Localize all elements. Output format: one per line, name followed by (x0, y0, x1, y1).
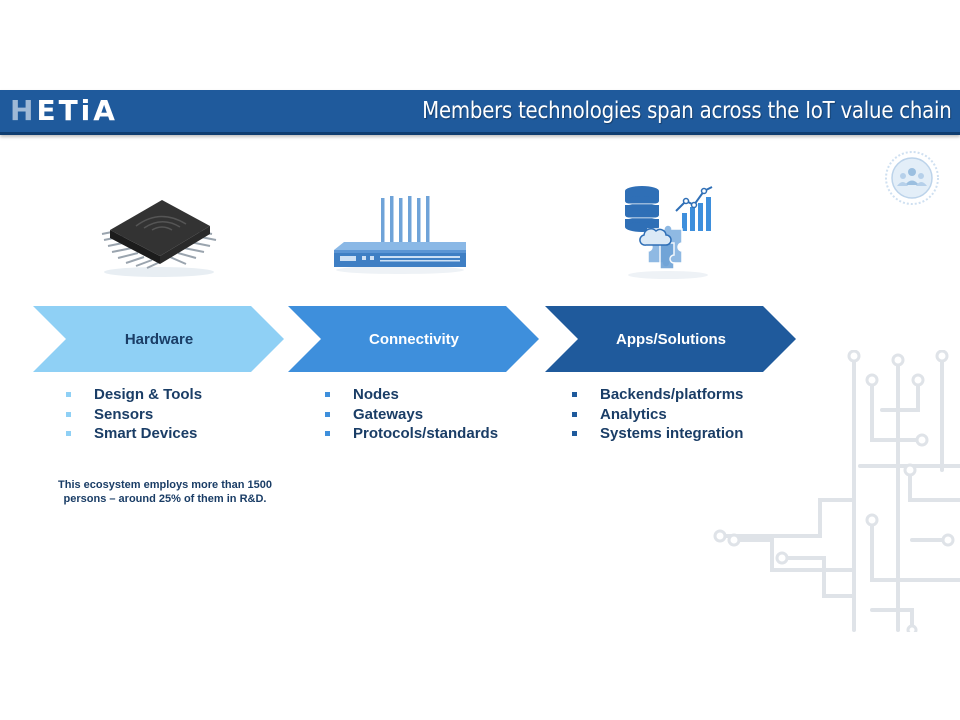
apps-list: Backends/platforms Analytics Systems int… (572, 385, 743, 444)
hetia-logo: HETiA (10, 94, 118, 127)
stage-label: Apps/Solutions (616, 330, 726, 348)
stage-label: Hardware (124, 330, 194, 348)
list-item: Protocols/standards (325, 424, 498, 444)
list-item: Systems integration (572, 424, 743, 444)
bullet-icon (572, 431, 577, 436)
stage-label: Connectivity (368, 330, 459, 348)
list-item: Backends/platforms (572, 385, 743, 405)
bullet-icon (66, 392, 71, 397)
community-icon (884, 150, 940, 206)
stage-arrow-hardware: Hardware (33, 306, 285, 372)
chip-icon (92, 190, 227, 280)
arrow-shape (288, 306, 539, 372)
arrow-shape (33, 306, 284, 372)
stage-arrow-connectivity: Connectivity (288, 306, 540, 372)
bullet-icon (325, 392, 330, 397)
ecosystem-note: This ecosystem employs more than 1500 pe… (58, 479, 272, 505)
bullet-icon (325, 431, 330, 436)
list-item: Analytics (572, 405, 743, 425)
hardware-list: Design & Tools Sensors Smart Devices (66, 385, 202, 444)
bullet-icon (572, 411, 577, 417)
bullet-icon (325, 411, 330, 417)
analytics-icon (620, 183, 720, 283)
list-item: Gateways (325, 405, 498, 425)
bullet-icon (66, 431, 71, 436)
list-item: Design & Tools (66, 385, 202, 405)
arrow-shape (545, 306, 796, 372)
list-item: Smart Devices (66, 424, 202, 444)
list-item: Sensors (66, 405, 202, 425)
bullet-icon (66, 411, 71, 417)
stage-arrow-apps: Apps/Solutions (545, 306, 797, 372)
connectivity-list: Nodes Gateways Protocols/standards (325, 385, 498, 444)
circuit-decoration (712, 349, 960, 636)
page-title: Members technologies span across the IoT… (422, 98, 953, 124)
header-bar: HETiA Members technologies span across t… (0, 90, 960, 135)
bullet-icon (572, 392, 577, 397)
list-item: Nodes (325, 385, 498, 405)
gateway-icon (330, 192, 470, 277)
